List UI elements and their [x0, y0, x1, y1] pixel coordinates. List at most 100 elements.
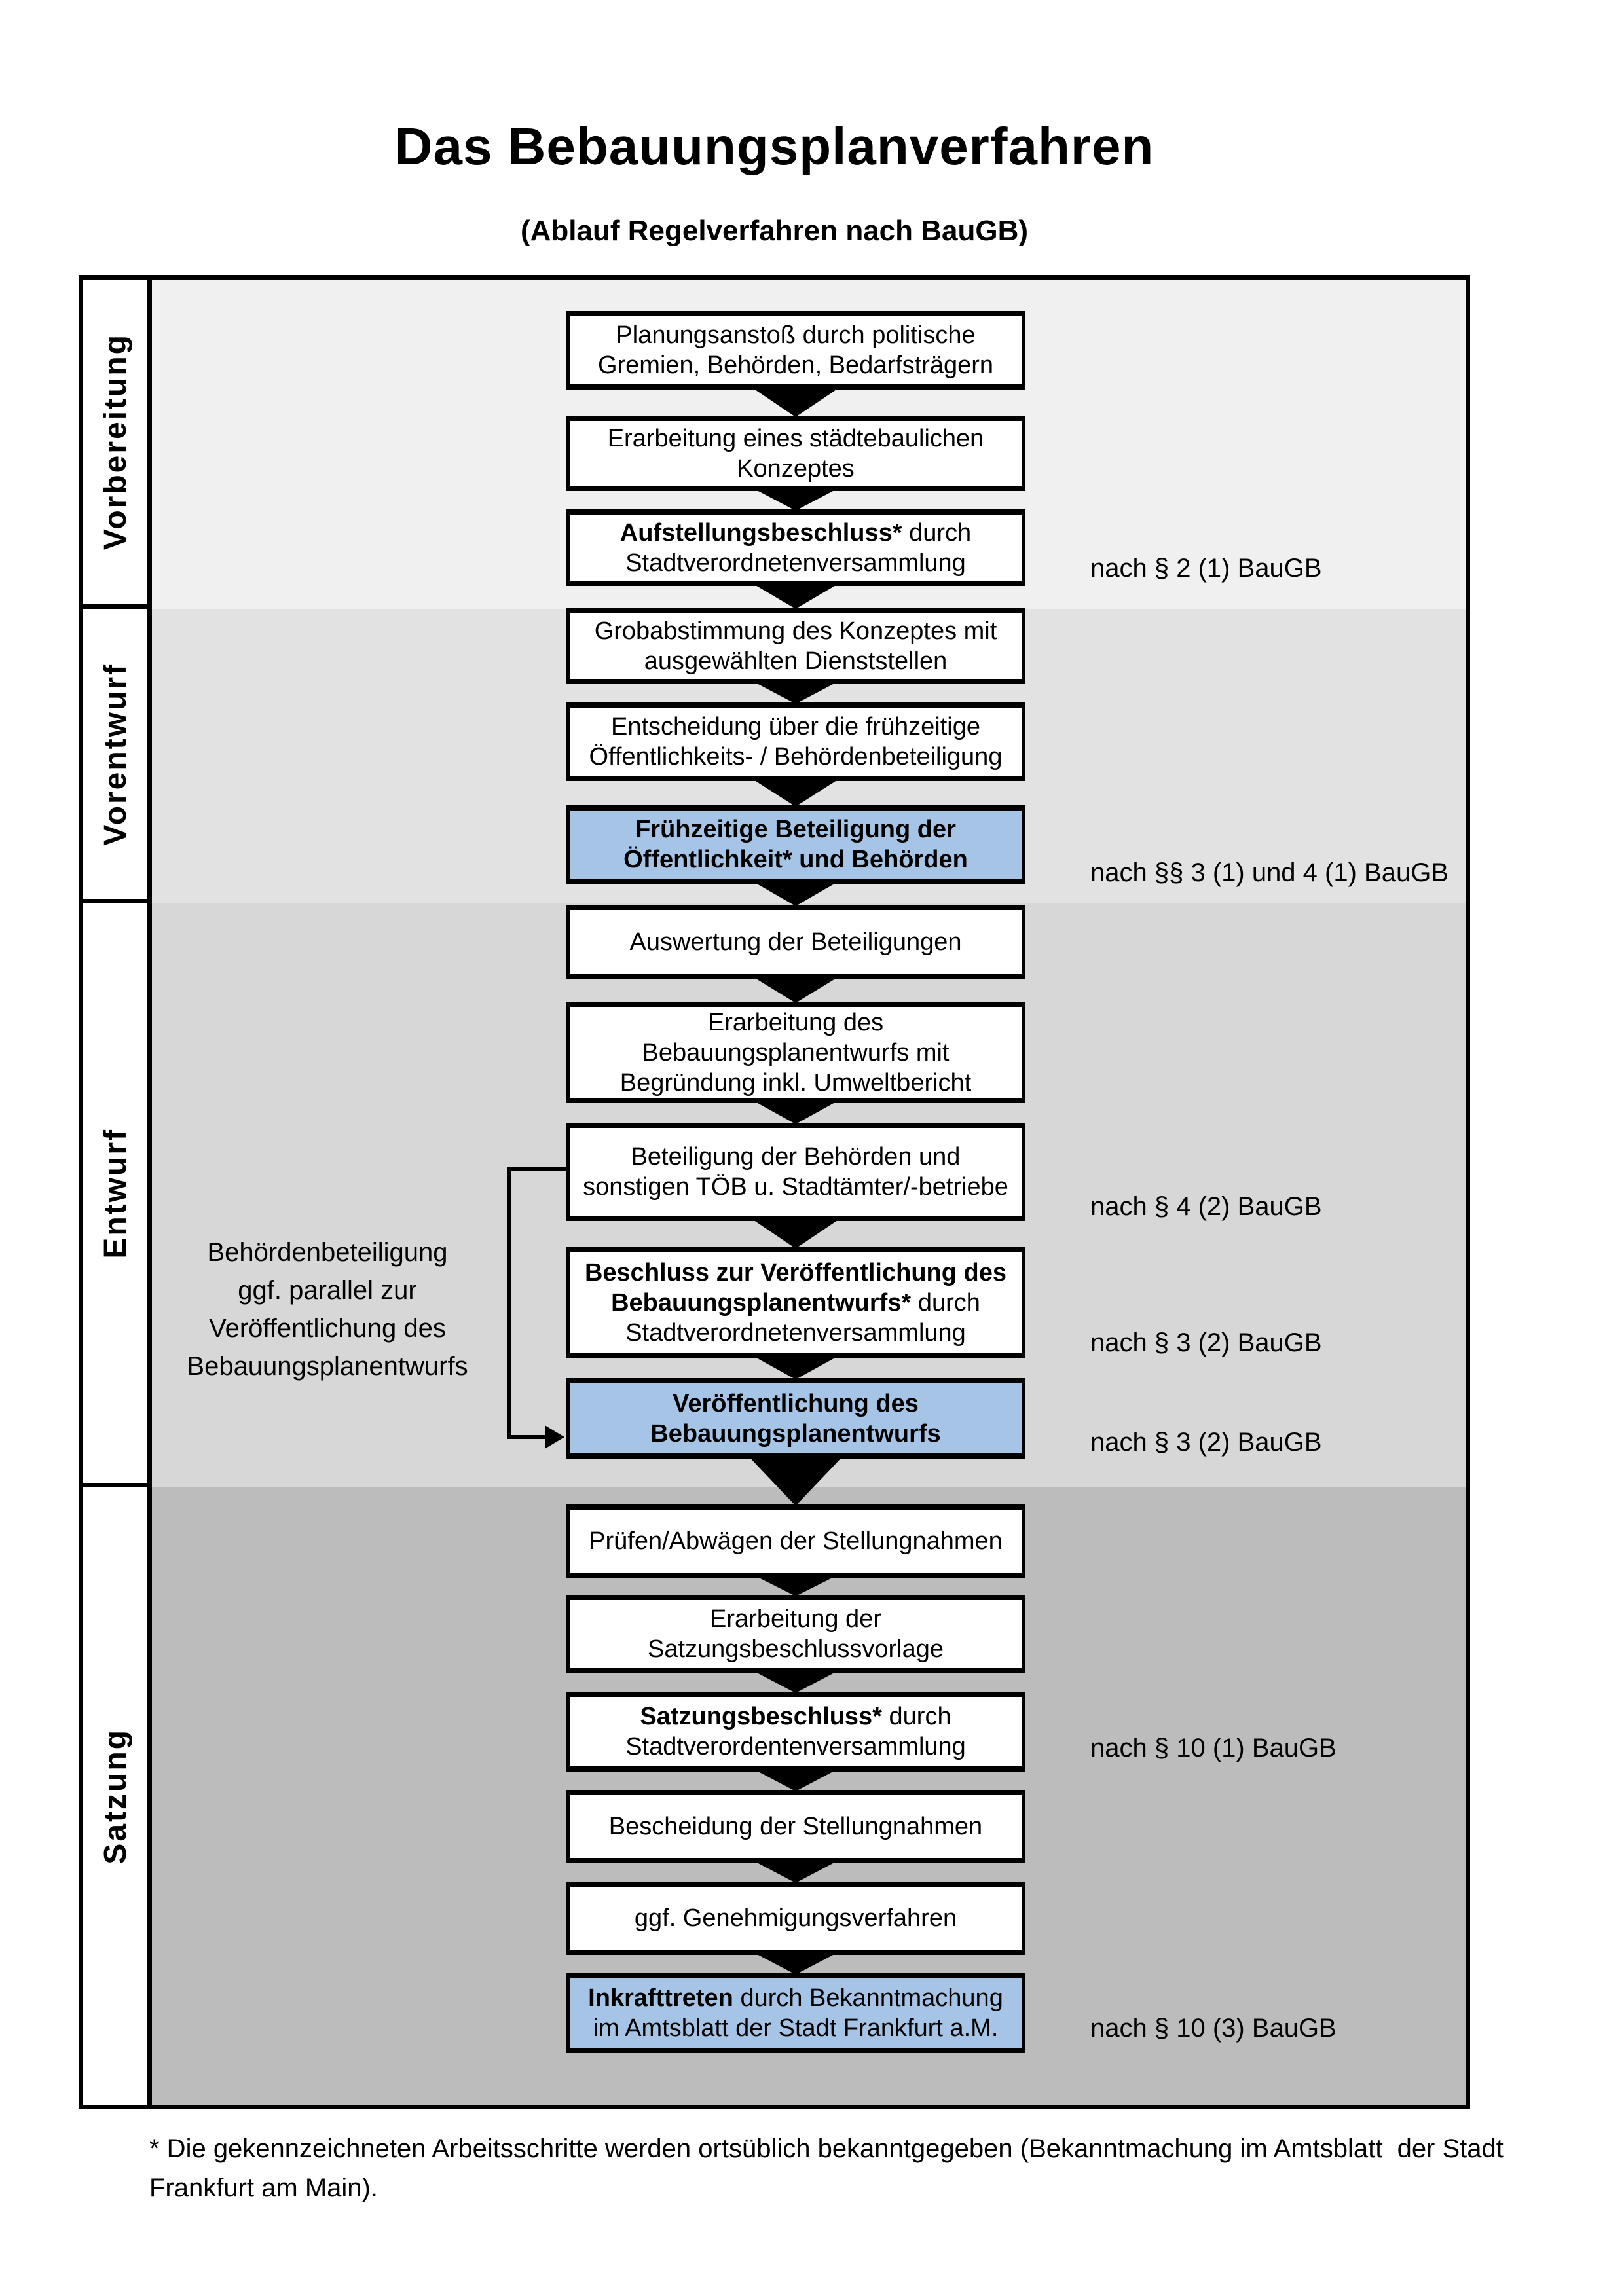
flow-box-line: Bebauungsplanentwurfs* durch [611, 1288, 980, 1318]
flow-box-line: Bebauungsplanentwurfs mit [642, 1038, 950, 1068]
legal-reference-6: nach § 10 (1) BauGB [1090, 1734, 1337, 1762]
phase-label-vorbereitung: Vorbereitung [98, 333, 133, 551]
connector-arrowhead-icon [545, 1425, 564, 1449]
flow-box-text: Beteiligung der Behörden und [631, 1143, 961, 1171]
legal-reference-4: nach § 3 (2) BauGB [1090, 1328, 1322, 1357]
flow-box-text: Erarbeitung des [707, 1008, 884, 1036]
flow-box-text: Frühzeitige Beteiligung der [635, 816, 956, 843]
flow-box-line: Stadtverordnetenversammlung [625, 548, 966, 578]
flow-box-line: Öffentlichkeit* und Behörden [623, 845, 968, 875]
legal-reference-1: nach § 2 (1) BauGB [1090, 554, 1322, 583]
flow-box-line: Erarbeitung der [710, 1604, 881, 1634]
flow-box-text: Satzungsbeschluss* [640, 1703, 882, 1730]
flow-box-line: Aufstellungsbeschluss* durch [620, 518, 971, 548]
flow-box-text: durch [881, 1703, 951, 1730]
flow-box-line: Auswertung der Beteiligungen [629, 927, 961, 957]
flow-box-text: Stadtverordentenversammlung [625, 1733, 966, 1760]
phase-label-satzung: Satzung [98, 1728, 133, 1865]
flow-box-text: durch [911, 1289, 980, 1317]
flow-box-line: ausgewählten Dienststellen [644, 646, 948, 676]
flow-box-line: Grobabstimmung des Konzeptes mit [595, 616, 997, 646]
flow-box-text: Bebauungsplanentwurfs mit [642, 1038, 950, 1066]
phase-label-vorentwurf: Vorentwurf [98, 662, 133, 846]
flow-box-line: Satzungsbeschluss* durch [640, 1702, 951, 1732]
flow-box-line: Konzeptes [737, 454, 855, 484]
parallel-note-line: ggf. parallel zur [238, 1276, 417, 1305]
legal-reference-5: nach § 3 (2) BauGB [1090, 1428, 1322, 1457]
flow-box-line: Erarbeitung eines städtebaulichen [608, 424, 984, 454]
phase-label-cell-satzung: Satzung [83, 1487, 152, 2105]
flow-box-text: Prüfen/Abwägen der Stellungnahmen [589, 1527, 1003, 1555]
flow-box-text: Bescheidung der Stellungnahmen [608, 1813, 983, 1840]
flow-box-text: Öffentlichkeits- / Behördenbeteiligung [589, 743, 1003, 771]
footnote: * Die gekennzeichneten Arbeitsschritte w… [149, 2129, 1564, 2208]
flow-box-text: Begründung inkl. Umweltbericht [619, 1068, 972, 1097]
parallel-note-line: Bebauungsplanentwurfs [187, 1352, 468, 1381]
flow-box-line: ggf. Genehmigungsverfahren [635, 1903, 957, 1933]
flow-box-genehmigungsverfahren: ggf. Genehmigungsverfahren [566, 1882, 1025, 1955]
flow-box-text: Erarbeitung der [710, 1605, 881, 1633]
connector-stub-line [507, 1167, 566, 1171]
flow-box-text: Stadtverordnetenversammlung [625, 549, 966, 577]
legal-reference-2: nach §§ 3 (1) und 4 (1) BauGB [1090, 858, 1449, 887]
flow-box-text: Inkrafttreten [588, 1984, 733, 2012]
flow-box-line: Prüfen/Abwägen der Stellungnahmen [589, 1526, 1003, 1556]
flow-box-pruefen-abwaegen-stellungnahmen: Prüfen/Abwägen der Stellungnahmen [566, 1504, 1025, 1578]
flow-box-line: Frühzeitige Beteiligung der [635, 814, 956, 845]
flow-box-line: Erarbeitung des [708, 1008, 883, 1038]
connector-vertical-line [507, 1167, 511, 1439]
flow-box-text: Stadtverordnetenversammlung [625, 1319, 966, 1347]
flow-box-line: Bescheidung der Stellungnahmen [609, 1812, 982, 1842]
flow-box-text: Gremien, Behörden, Bedarfsträgern [597, 352, 994, 379]
flow-box-line: Bebauungsplanentwurfs [650, 1419, 940, 1449]
flow-box-line: Planungsanstoß durch politische [616, 320, 975, 350]
flow-box-line: Beteiligung der Behörden und [631, 1142, 961, 1172]
phase-label-entwurf: Entwurf [98, 1127, 133, 1259]
footnote-line-1: * Die gekennzeichneten Arbeitsschritte w… [149, 2134, 1504, 2163]
flow-box-text: Beschluss zur Veröffentlichung des [584, 1259, 1007, 1286]
flow-box-text: Veröffentlichung des [673, 1389, 919, 1417]
flow-box-text: Öffentlichkeit* und Behörden [623, 846, 968, 873]
flow-box-auswertung-beteiligungen: Auswertung der Beteiligungen [566, 905, 1025, 979]
phase-label-cell-vorentwurf: Vorentwurf [83, 609, 152, 903]
flow-box-text: Bebauungsplanentwurfs [650, 1419, 941, 1448]
flow-box-text: Entscheidung über die frühzeitige [610, 713, 981, 740]
page-subtitle: (Ablauf Regelverfahren nach BauGB) [520, 215, 1029, 247]
parallel-note-line: Behördenbeteiligung [207, 1238, 448, 1267]
flow-box-line: Entscheidung über die frühzeitige [611, 712, 980, 742]
flow-box-line: Stadtverordnetenversammlung [625, 1318, 966, 1348]
flow-box-text: durch Bekanntmachung [733, 1984, 1003, 2012]
flow-box-text: Aufstellungsbeschluss* [619, 519, 902, 547]
flow-box-line: Veröffentlichung des [673, 1389, 919, 1419]
flow-box-text: Satzungsbeschlussvorlage [647, 1635, 944, 1663]
legal-reference-3: nach § 4 (2) BauGB [1090, 1192, 1322, 1221]
flow-box-line: Beschluss zur Veröffentlichung des [585, 1258, 1006, 1288]
phase-label-cell-vorbereitung: Vorbereitung [83, 280, 152, 609]
footnote-line-2: Frankfurt am Main). [149, 2174, 378, 2202]
flow-box-text: Erarbeitung eines städtebaulichen [607, 424, 984, 452]
connector-horizontal-line [507, 1435, 547, 1439]
flow-box-text: durch [902, 519, 972, 547]
flow-box-text: im Amtsblatt der Stadt Frankfurt a.M. [593, 2014, 999, 2042]
flow-box-line: Inkrafttreten durch Bekanntmachung [588, 1983, 1003, 2013]
flow-box-text: Bebauungsplanentwurfs* [611, 1289, 912, 1317]
flow-box-text: ausgewählten Dienststellen [644, 647, 948, 675]
legal-reference-7: nach § 10 (3) BauGB [1090, 2014, 1337, 2043]
flow-box-text: Grobabstimmung des Konzeptes mit [594, 617, 997, 645]
flow-box-text: sonstigen TÖB u. Stadtämter/-betriebe [583, 1173, 1008, 1201]
flow-box-line: Stadtverordentenversammlung [625, 1732, 966, 1762]
flow-box-line: Begründung inkl. Umweltbericht [620, 1068, 972, 1098]
